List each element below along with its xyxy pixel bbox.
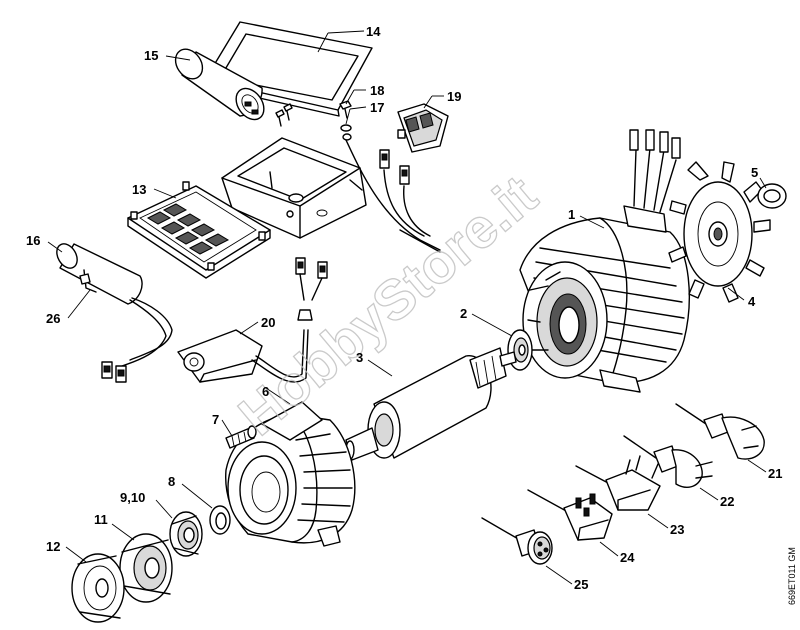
callout-24: 24	[620, 550, 635, 565]
part-stator-housing	[519, 129, 690, 393]
callout-4: 4	[748, 294, 756, 309]
part-swash-disc	[119, 533, 173, 603]
part-capacitor-large	[174, 48, 265, 121]
callout-19: 19	[447, 89, 461, 104]
part-small-screws	[275, 103, 293, 127]
part-plug-euro	[623, 435, 713, 488]
callout-18: 18	[370, 83, 384, 98]
callout-5: 5	[751, 165, 758, 180]
part-screw-washer	[339, 100, 352, 141]
callout-13: 13	[132, 182, 146, 197]
part-front-housing	[225, 401, 356, 547]
callout-16: 16	[26, 233, 40, 248]
part-wire-harness	[345, 139, 441, 253]
callout-22: 22	[720, 494, 734, 509]
part-rocker-switch	[397, 103, 449, 153]
callout-23: 23	[670, 522, 684, 537]
callout-7: 7	[212, 412, 219, 427]
callout-15: 15	[144, 48, 158, 63]
callout-26: 26	[46, 311, 60, 326]
drawing-code: 669ET011 GM	[787, 547, 797, 605]
part-cover-disc	[71, 553, 125, 623]
callout-25: 25	[574, 577, 588, 592]
part-capacitor-small	[56, 243, 173, 383]
leader-lines	[47, 30, 767, 585]
callout-6: 6	[262, 384, 269, 399]
callout-2: 2	[460, 306, 467, 321]
callout-9-10: 9,10	[120, 490, 145, 505]
callout-20: 20	[261, 315, 275, 330]
part-plug-type-24	[527, 489, 613, 541]
part-bearing-front	[169, 511, 203, 557]
callout-17: 17	[370, 100, 384, 115]
callout-labels: 14 15 18 17 19 13 16 26 20 1 5 4 2 3 6 7…	[26, 24, 782, 592]
callout-14: 14	[366, 24, 381, 39]
part-plug-schuko	[675, 403, 765, 460]
part-fan	[668, 161, 771, 303]
lid-grid	[139, 191, 257, 263]
callout-3: 3	[356, 350, 363, 365]
part-junction-box	[127, 137, 367, 279]
part-screw-7	[225, 425, 257, 449]
part-seal-ring	[209, 505, 231, 535]
callout-12: 12	[46, 539, 60, 554]
part-plug-type-23	[575, 455, 661, 511]
part-plug-type-25	[481, 517, 553, 565]
callout-8: 8	[168, 474, 175, 489]
callout-1: 1	[568, 207, 575, 222]
part-thermal-switch	[177, 257, 328, 383]
callout-21: 21	[768, 466, 782, 481]
part-fan-ring	[757, 183, 787, 209]
callout-11: 11	[94, 512, 108, 527]
part-rotor	[345, 347, 517, 461]
